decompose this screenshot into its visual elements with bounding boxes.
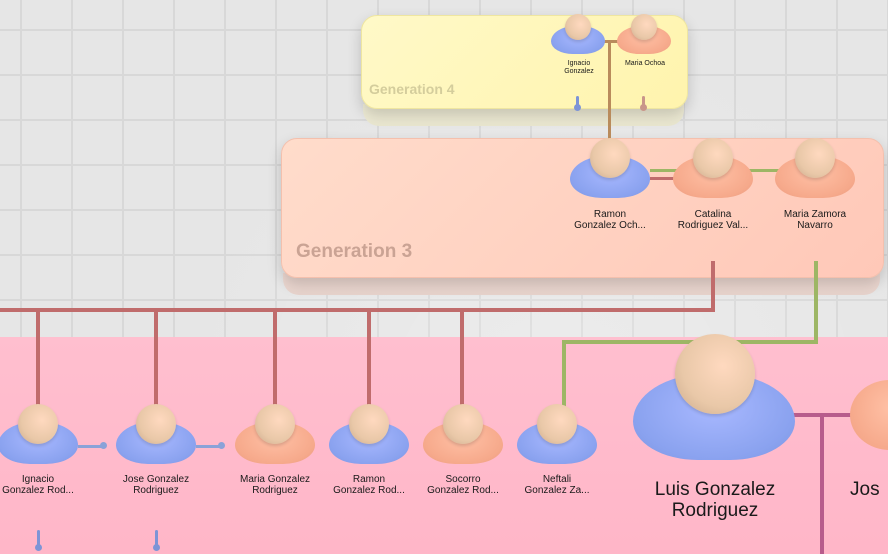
children-link-line [820, 413, 824, 554]
person-head-icon [795, 138, 835, 178]
person-head-icon [590, 138, 630, 178]
person-name: Jos [850, 479, 880, 500]
person-head-icon [631, 14, 657, 40]
spouse-link-line [650, 177, 674, 180]
children-link-line [711, 261, 715, 311]
children-link-line [814, 261, 818, 343]
parent-stub [574, 96, 581, 111]
generation-4-base [363, 104, 684, 126]
sibling-bar [0, 308, 715, 312]
child-drop-line [460, 308, 464, 408]
person-head-icon [537, 404, 577, 444]
generation-3-base [283, 273, 880, 295]
person-maria-ochoa[interactable]: Maria Ochoa [615, 14, 675, 84]
spouse-link-line [604, 40, 618, 43]
person-head-icon [136, 404, 176, 444]
child-drop-line [562, 340, 566, 408]
spouse-link-dot [100, 442, 107, 449]
generation-3-label: Generation 3 [296, 241, 413, 262]
person-body-icon [850, 380, 888, 450]
spouse-link-line [650, 169, 680, 172]
person-name: Maria Ochoa [624, 60, 666, 67]
parent-stub [640, 96, 647, 111]
spouse-link-line [748, 169, 780, 172]
person-head-icon [255, 404, 295, 444]
parent-link-line [608, 42, 611, 142]
person-jos-partial[interactable]: Jos [848, 380, 888, 520]
person-head-icon [693, 138, 733, 178]
spouse-link-stub [196, 445, 220, 448]
child-drop-line [36, 308, 40, 408]
person-head-icon [18, 404, 58, 444]
spouse-link-dot [218, 442, 225, 449]
child-stub [35, 530, 42, 551]
generation-4-label: Generation 4 [369, 81, 455, 97]
child-drop-line [273, 308, 277, 408]
person-head-icon [349, 404, 389, 444]
person-head-icon [443, 404, 483, 444]
child-drop-line [154, 308, 158, 408]
person-head-icon [675, 334, 755, 414]
child-drop-line [367, 308, 371, 408]
spouse-link-stub [78, 445, 102, 448]
person-head-icon [565, 14, 591, 40]
child-stub [153, 530, 160, 551]
